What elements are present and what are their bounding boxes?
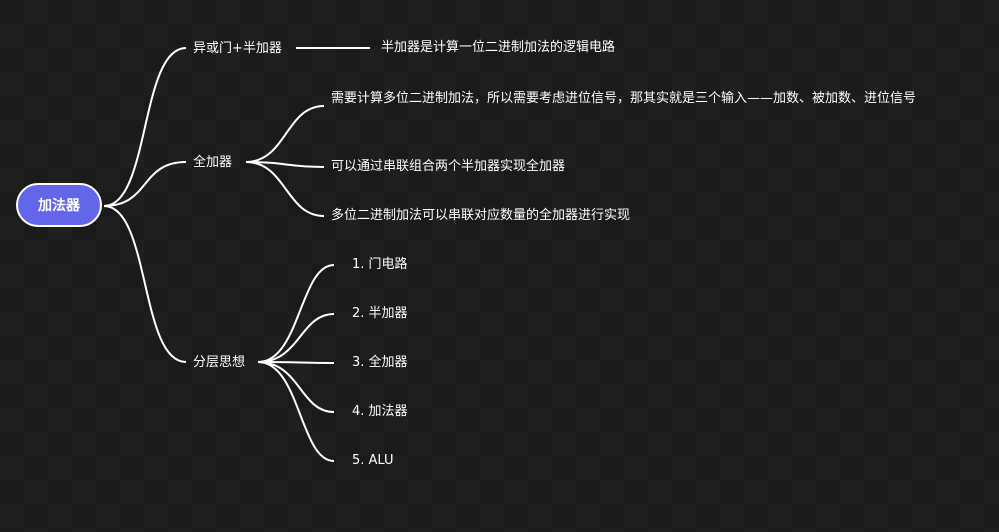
link-root-to-branch-0 bbox=[103, 47, 187, 207]
root-node[interactable]: 加法器 bbox=[16, 183, 102, 227]
leaf-label: 需要计算多位二进制加法，所以需要考虑进位信号，那其实就是三个输入——加数、被加数… bbox=[331, 91, 917, 106]
leaf-label: 多位二进制加法可以串联对应数量的全加器进行实现 bbox=[331, 208, 631, 223]
leaf-node[interactable]: 需要计算多位二进制加法，所以需要考虑进位信号，那其实就是三个输入——加数、被加数… bbox=[331, 89, 923, 109]
leaf-label: 2. 半加器 bbox=[352, 306, 408, 321]
leaf-node[interactable]: 3. 全加器 bbox=[352, 353, 408, 373]
leaf-node[interactable]: 可以通过串联组合两个半加器实现全加器 bbox=[331, 157, 565, 177]
branch-label: 异或门+半加器 bbox=[193, 41, 282, 56]
leaf-label: 5. ALU bbox=[352, 453, 394, 468]
leaf-label: 1. 门电路 bbox=[352, 257, 408, 272]
leaf-label: 半加器是计算一位二进制加法的逻辑电路 bbox=[381, 40, 616, 55]
leaf-node[interactable]: 1. 门电路 bbox=[352, 255, 408, 275]
link-branch-2-child-4 bbox=[257, 361, 335, 462]
branch-node-full-adder[interactable]: 全加器 bbox=[193, 154, 232, 172]
leaf-node[interactable]: 5. ALU bbox=[352, 451, 394, 471]
branch-node-xor-half-adder[interactable]: 异或门+半加器 bbox=[193, 40, 282, 58]
link-root-to-branch-2 bbox=[103, 205, 187, 363]
root-node-label: 加法器 bbox=[38, 198, 80, 214]
link-root-to-branch-1 bbox=[103, 161, 187, 207]
link-branch-2-child-1 bbox=[257, 313, 335, 363]
link-branch-2-child-2 bbox=[257, 361, 335, 364]
branch-label: 全加器 bbox=[193, 155, 233, 170]
leaf-node[interactable]: 2. 半加器 bbox=[352, 304, 408, 324]
branch-node-layered-thinking[interactable]: 分层思想 bbox=[193, 354, 245, 372]
branch-label: 分层思想 bbox=[193, 355, 246, 370]
link-branch-1-child-1 bbox=[245, 161, 325, 168]
link-branch-2-child-0 bbox=[257, 264, 335, 363]
link-branch-1-child-2 bbox=[245, 161, 325, 217]
leaf-label: 4. 加法器 bbox=[352, 404, 408, 419]
leaf-node[interactable]: 半加器是计算一位二进制加法的逻辑电路 bbox=[381, 38, 615, 58]
leaf-label: 可以通过串联组合两个半加器实现全加器 bbox=[331, 159, 566, 174]
leaf-node[interactable]: 4. 加法器 bbox=[352, 402, 408, 422]
leaf-label: 3. 全加器 bbox=[352, 355, 408, 370]
leaf-node[interactable]: 多位二进制加法可以串联对应数量的全加器进行实现 bbox=[331, 206, 630, 226]
link-branch-1-child-0 bbox=[245, 105, 325, 163]
link-branch-2-child-3 bbox=[257, 361, 335, 413]
